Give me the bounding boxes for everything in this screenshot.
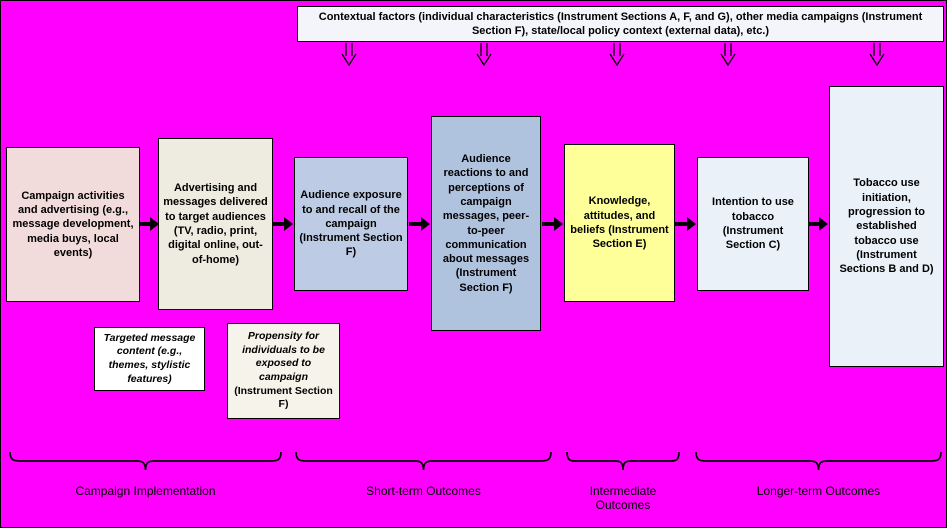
flow-box-label: Intention to use tobacco (Instrument Sec… [712,196,794,252]
flow-box-label: Advertising and messages delivered to ta… [163,182,268,266]
sub-box-label: Targeted message content (e.g., themes, … [103,331,196,385]
flow-arrow-1 [139,217,159,231]
context-down-arrow-2 [476,43,492,67]
flow-box-audience-exposure: Audience exposure to and recall of the c… [294,157,408,291]
flow-box-tobacco-use: Tobacco use initiation, progression to e… [829,86,944,367]
sub-box-propensity-exposure: Propensity for individuals to be exposed… [227,323,340,419]
group-label-longer-term-outcomes: Longer-term Outcomes [756,484,881,498]
sub-box-targeted-message-content: Targeted message content (e.g., themes, … [94,327,205,391]
flow-box-knowledge-attitudes: Knowledge, attitudes, and beliefs (Instr… [564,144,675,302]
flow-box-campaign-activities: Campaign activities and advertising (e.g… [6,147,140,302]
flow-box-label: Knowledge, attitudes, and beliefs (Instr… [570,195,669,251]
flow-arrow-3 [409,217,430,231]
flow-arrow-5 [675,217,696,231]
sub-box-label-italic: Propensity for individuals to be exposed… [242,330,325,383]
flow-box-label: Audience exposure to and recall of the c… [299,189,403,259]
group-label-short-term-outcomes: Short-term Outcomes [366,484,481,498]
flow-box-intention-to-use: Intention to use tobacco (Instrument Sec… [697,157,809,291]
flow-arrow-4 [542,217,563,231]
group-label-intermediate-outcomes: Intermediate Outcomes [589,484,657,512]
flow-box-label: Audience reactions to and perceptions of… [442,153,530,294]
flow-box-label: Tobacco use initiation, progression to e… [839,177,934,276]
flow-box-advertising-delivered: Advertising and messages delivered to ta… [158,138,273,310]
brace-longer-term-outcomes [695,451,942,471]
brace-short-term-outcomes [295,451,552,471]
contextual-factors-box: Contextual factors (individual character… [297,6,944,42]
brace-campaign-implementation [9,451,282,471]
flow-box-label: Campaign activities and advertising (e.g… [12,189,134,259]
context-down-arrow-4 [720,43,736,67]
brace-intermediate-outcomes [566,451,680,471]
flow-arrow-2 [273,217,293,231]
context-down-arrow-5 [869,43,885,67]
group-label-campaign-implementation: Campaign Implementation [75,484,216,498]
context-down-arrow-3 [609,43,625,67]
contextual-factors-text: Contextual factors (individual character… [318,10,923,37]
context-down-arrow-1 [341,43,357,67]
flow-box-audience-reactions: Audience reactions to and perceptions of… [431,116,541,331]
sub-box-label-plain: (Instrument Section F) [234,384,333,411]
flow-arrow-6 [809,217,828,231]
